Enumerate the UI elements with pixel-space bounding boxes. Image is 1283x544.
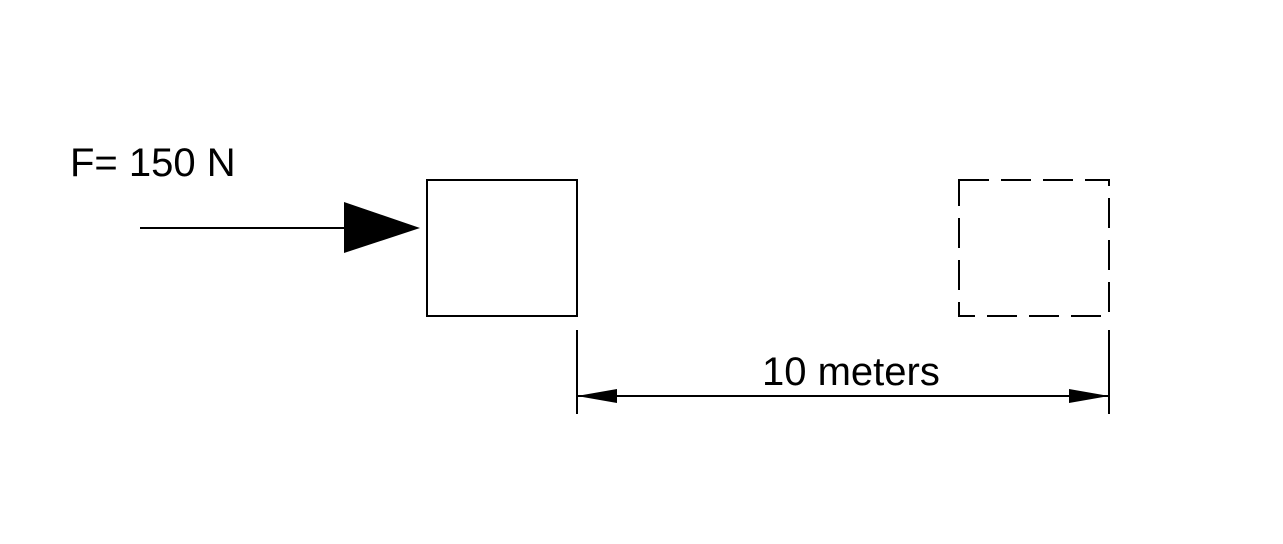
block-final-dashed: [958, 179, 1110, 317]
block-initial: [426, 179, 578, 317]
force-label: F= 150 N: [70, 141, 236, 185]
force-arrow: [140, 202, 420, 253]
distance-label: 10 meters: [762, 350, 940, 394]
dimension-line: [576, 330, 1110, 414]
